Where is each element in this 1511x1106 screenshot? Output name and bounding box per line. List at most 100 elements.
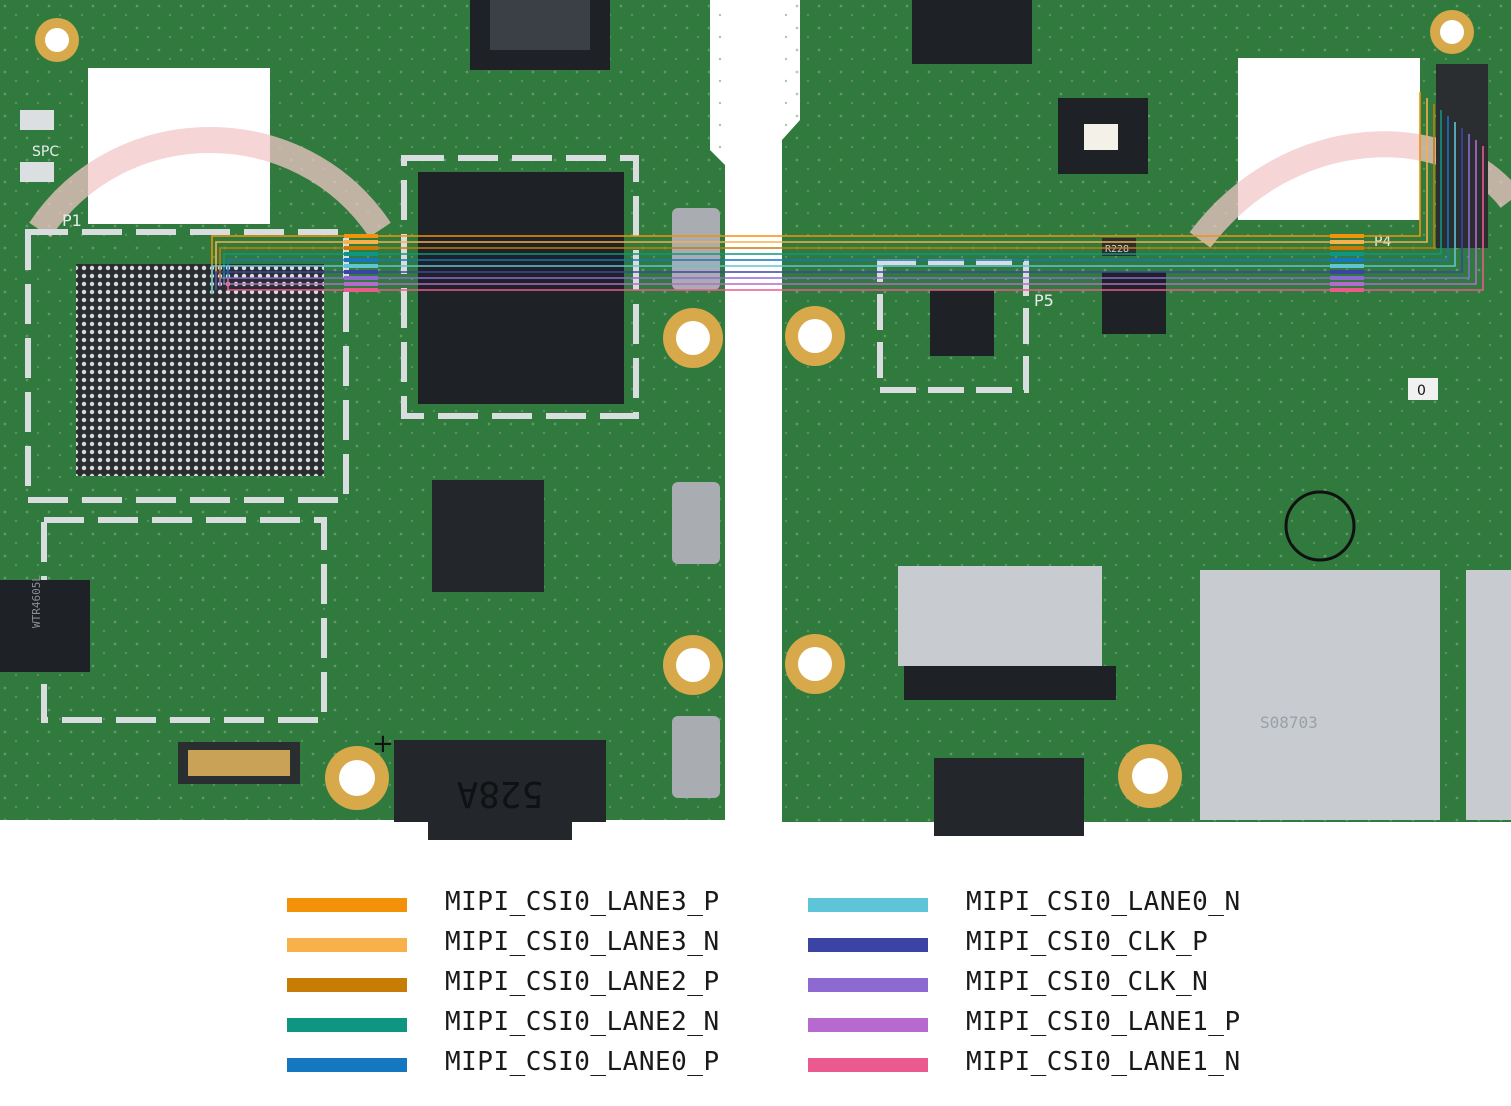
trace-clk_p (215, 128, 1463, 290)
cpu-shield (25, 229, 349, 503)
trace-tag-right-lane3_p (1330, 234, 1364, 238)
trace-lane0_p (227, 116, 1449, 278)
battery-connector-tab (428, 820, 572, 840)
mount-hole-mr2-inner (676, 648, 710, 682)
mount-hole-tl-inner (45, 28, 69, 52)
o-mark-label: 0 (1417, 383, 1426, 399)
trace-tag-right-lane2_p (1330, 246, 1364, 250)
mount-hole-mr1-inner (676, 321, 710, 355)
rf-shield (401, 155, 639, 419)
pad-spc-1 (20, 110, 54, 130)
lower-shield (41, 517, 327, 723)
memory-chip (418, 172, 624, 404)
trace-tag-left-lane0_p (344, 258, 378, 262)
transceiver-chip (0, 580, 90, 672)
side-button-3 (672, 716, 720, 798)
legend-swatch-lane0_p (287, 1058, 407, 1072)
trace-tag-left-clk_p (344, 270, 378, 274)
right-board: P5 P4 R228 S08703 0 (782, 0, 1511, 836)
legend-swatch-clk_p (808, 938, 928, 952)
trace-tag-right-lane3_n (1330, 240, 1364, 244)
trace-tag-right-lane0_n (1330, 264, 1364, 268)
mount-hole-bl-inner (339, 760, 375, 796)
trace-lane1_n (227, 146, 1484, 291)
transceiver-label: WTR4605L (30, 575, 43, 628)
top-connector-inner (490, 0, 590, 50)
mid-chip (1102, 272, 1166, 334)
legend-swatch-lane0_n (808, 898, 928, 912)
sim-code-label: S08703 (1260, 713, 1318, 732)
flash-led-lens (1084, 124, 1118, 150)
legend-swatch-lane1_n (808, 1058, 928, 1072)
trace-tag-right-clk_p (1330, 270, 1364, 274)
p5-label: P5 (1034, 291, 1054, 310)
mount-hole-rl1-inner (798, 319, 832, 353)
legend-label-lane3_p: MIPI_CSI0_LANE3_P (445, 887, 720, 917)
legend: MIPI_CSI0_LANE3_P MIPI_CSI0_LANE3_N MIPI_C… (0, 885, 1511, 1085)
camera-shield (877, 259, 1029, 393)
sd-card-pins (904, 666, 1116, 700)
legend-swatch-lane1_p (808, 1018, 928, 1032)
left-board: WTR4605L 528A + SPC P1 (0, 0, 725, 840)
legend-swatch-lane2_p (287, 978, 407, 992)
r228-label: R228 (1105, 244, 1129, 255)
legend-label-lane1_p: MIPI_CSI0_LANE1_P (966, 1007, 1241, 1037)
battery-connector-right (934, 758, 1084, 836)
camera-ic (930, 290, 994, 356)
mount-hole-tr-inner (1440, 20, 1464, 44)
trace-tag-right-lane0_p (1330, 258, 1364, 262)
trace-tag-left-lane2_p (344, 246, 378, 250)
pad-spc-2 (20, 162, 54, 182)
legend-label-lane2_p: MIPI_CSI0_LANE2_P (445, 967, 720, 997)
trace-lane2_p (219, 104, 1435, 286)
legend-swatch-lane3_n (287, 938, 407, 952)
legend-label-lane0_p: MIPI_CSI0_LANE0_P (445, 1047, 720, 1077)
trace-tag-right-lane1_p (1330, 282, 1364, 286)
legend-label-lane1_n: MIPI_CSI0_LANE1_N (966, 1047, 1241, 1077)
legend-swatch-lane2_n (287, 1018, 407, 1032)
bottom-fpc-pins (188, 750, 290, 776)
watermark-swoosh-left (29, 127, 391, 238)
battery-connector (394, 740, 606, 822)
trace-tag-right-clk_n (1330, 276, 1364, 280)
side-button-2 (672, 482, 720, 564)
p1-label: P1 (62, 211, 82, 230)
trace-tag-left-lane0_n (344, 264, 378, 268)
trace-tag-right-lane1_n (1330, 288, 1364, 292)
trace-tag-left-lane1_n (344, 288, 378, 292)
spc-label: SPC (32, 144, 59, 160)
legend-label-lane3_n: MIPI_CSI0_LANE3_N (445, 927, 720, 957)
trace-tag-left-lane3_p (344, 234, 378, 238)
speaker-module (912, 0, 1032, 64)
mount-hole-br-inner (1132, 758, 1168, 794)
bga-chip (76, 264, 324, 476)
o-mark-box (1408, 378, 1438, 400)
trace-tag-right-lane2_n (1330, 252, 1364, 256)
legend-label-lane0_n: MIPI_CSI0_LANE0_N (966, 887, 1241, 917)
trace-tag-left-lane1_p (344, 282, 378, 286)
trace-lane3_p (211, 92, 1421, 294)
legend-swatch-clk_n (808, 978, 928, 992)
sim-tray (1200, 570, 1440, 820)
trace-lane2_n (223, 110, 1442, 282)
trace-tag-left-clk_n (344, 276, 378, 280)
legend-swatch-lane3_p (287, 898, 407, 912)
trace-tag-left-lane3_n (344, 240, 378, 244)
side-button-1 (672, 208, 720, 290)
trace-lane0_n (211, 122, 1456, 294)
legend-label-lane2_n: MIPI_CSI0_LANE2_N (445, 1007, 720, 1037)
legend-label-clk_p: MIPI_CSI0_CLK_P (966, 927, 1209, 957)
pmic-chip (432, 480, 544, 592)
trace-lane1_p (223, 140, 1477, 285)
sd-card-slot (898, 566, 1102, 666)
sim-tray-2 (1466, 570, 1511, 820)
plus-label: + (372, 729, 394, 759)
mipi-traces (211, 92, 1484, 294)
legend-label-clk_n: MIPI_CSI0_CLK_N (966, 967, 1209, 997)
trace-tag-left-lane2_n (344, 252, 378, 256)
trace-clk_n (219, 134, 1470, 286)
mount-hole-rl2-inner (798, 647, 832, 681)
test-ring (1284, 490, 1356, 562)
battery-connector-label: 528A (456, 773, 543, 814)
